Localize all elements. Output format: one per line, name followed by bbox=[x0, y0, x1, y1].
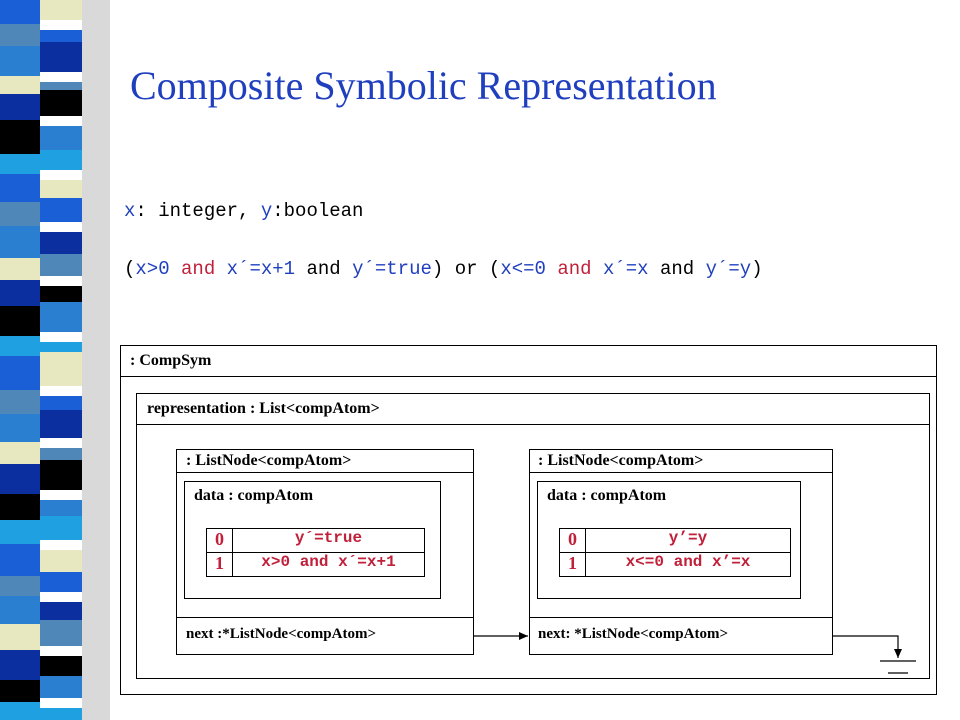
formula-token: ) bbox=[431, 258, 444, 280]
strip-block bbox=[0, 624, 40, 650]
strip-block bbox=[0, 544, 40, 576]
list-node-1-next-divider bbox=[176, 617, 474, 618]
strip-block bbox=[40, 198, 82, 222]
strip-block bbox=[0, 702, 40, 720]
formula-line: (x>0 and x´=x+1 and y´=true) or (x<=0 an… bbox=[124, 258, 763, 280]
data-label-1: data : compAtom bbox=[194, 487, 314, 504]
data-box-1 bbox=[184, 481, 441, 599]
formula-token: y´=true bbox=[352, 258, 432, 280]
strip-block bbox=[40, 42, 82, 72]
strip-block bbox=[40, 676, 82, 698]
strip-block bbox=[0, 174, 40, 202]
strip-block bbox=[0, 494, 40, 520]
decorative-strip bbox=[0, 0, 110, 720]
strip-block bbox=[40, 516, 82, 540]
strip-block bbox=[40, 150, 82, 170]
atom-index-cell: 1 bbox=[560, 553, 586, 576]
formula-token: or bbox=[443, 258, 489, 280]
strip-block bbox=[0, 202, 40, 226]
var-y: y bbox=[260, 200, 273, 222]
strip-block bbox=[40, 460, 82, 490]
strip-block bbox=[0, 226, 40, 258]
strip-block bbox=[0, 258, 40, 280]
strip-block bbox=[0, 306, 40, 336]
data-box-2 bbox=[537, 481, 801, 599]
declaration-line: x: integer, y:boolean bbox=[124, 200, 363, 222]
strip-block bbox=[40, 410, 82, 438]
atom-table-1: 0 y´=true 1 x>0 and x´=x+1 bbox=[206, 528, 425, 577]
strip-block bbox=[0, 0, 40, 24]
strip-block bbox=[0, 24, 40, 46]
next-label-2: next: *ListNode<compAtom> bbox=[538, 626, 728, 642]
strip-block bbox=[40, 254, 82, 276]
strip-block bbox=[40, 352, 82, 386]
representation-label: representation : List<compAtom> bbox=[147, 400, 380, 417]
strip-block bbox=[40, 0, 82, 20]
formula-token: and bbox=[545, 258, 603, 280]
strip-block bbox=[0, 442, 40, 464]
strip-block bbox=[0, 650, 40, 680]
list-node-1-divider bbox=[176, 472, 474, 473]
strip-block bbox=[0, 414, 40, 442]
strip-block bbox=[40, 90, 82, 116]
list-node-1-header: : ListNode<compAtom> bbox=[186, 452, 352, 469]
formula-token: and bbox=[295, 258, 353, 280]
list-node-2-next-divider bbox=[529, 617, 833, 618]
strip-block bbox=[40, 708, 82, 720]
strip-block bbox=[0, 46, 40, 76]
atom-value-cell: y’=y bbox=[586, 529, 790, 553]
strip-block bbox=[40, 302, 82, 332]
strip-block bbox=[0, 336, 40, 356]
representation-divider bbox=[136, 424, 930, 425]
strip-block bbox=[0, 520, 40, 544]
strip-block bbox=[0, 576, 40, 596]
slide-title: Composite Symbolic Representation bbox=[130, 63, 717, 108]
compsym-label: : CompSym bbox=[130, 352, 212, 369]
formula-token: ( bbox=[488, 258, 501, 280]
formula-token: x´=x bbox=[602, 258, 649, 280]
data-label-2: data : compAtom bbox=[547, 487, 667, 504]
null-pointer-arrow bbox=[833, 635, 902, 658]
strip-block bbox=[0, 94, 40, 120]
atom-value-cell: y´=true bbox=[233, 529, 424, 553]
var-x: x bbox=[124, 200, 136, 222]
decl-part2: :boolean bbox=[272, 200, 364, 222]
formula-token: x>0 bbox=[135, 258, 170, 280]
strip-block bbox=[40, 620, 82, 646]
next-label-1: next :*ListNode<compAtom> bbox=[186, 626, 376, 642]
decl-part1: : integer, bbox=[135, 200, 261, 222]
formula-token: ) bbox=[751, 258, 763, 280]
strip-block bbox=[0, 464, 40, 494]
formula-token: ( bbox=[124, 258, 136, 280]
atom-table-2: 0 y’=y 1 x<=0 and x’=x bbox=[559, 528, 791, 577]
atom-value-cell: x>0 and x´=x+1 bbox=[261, 553, 396, 571]
strip-block bbox=[0, 680, 40, 702]
strip-block bbox=[0, 596, 40, 624]
strip-block bbox=[0, 356, 40, 390]
strip-block bbox=[0, 390, 40, 414]
list-node-2-divider bbox=[529, 472, 833, 473]
atom-value-cell: x<=0 and x’=x bbox=[625, 553, 751, 571]
formula-token: y´=y bbox=[705, 258, 752, 280]
formula-token: x´=x+1 bbox=[226, 258, 296, 280]
list-node-2-header: : ListNode<compAtom> bbox=[538, 452, 704, 469]
atom-index-cell: 0 bbox=[207, 529, 233, 553]
formula-token: x<=0 bbox=[500, 258, 546, 280]
strip-block bbox=[40, 572, 82, 592]
atom-index-cell: 0 bbox=[560, 529, 586, 553]
strip-block bbox=[0, 76, 40, 94]
compsym-divider bbox=[120, 376, 937, 377]
strip-block bbox=[0, 120, 40, 154]
formula-token: and bbox=[169, 258, 227, 280]
strip-shadow bbox=[82, 0, 110, 720]
strip-block bbox=[0, 280, 40, 306]
formula-token: and bbox=[648, 258, 706, 280]
atom-index-cell: 1 bbox=[207, 553, 233, 576]
strip-block bbox=[0, 154, 40, 174]
